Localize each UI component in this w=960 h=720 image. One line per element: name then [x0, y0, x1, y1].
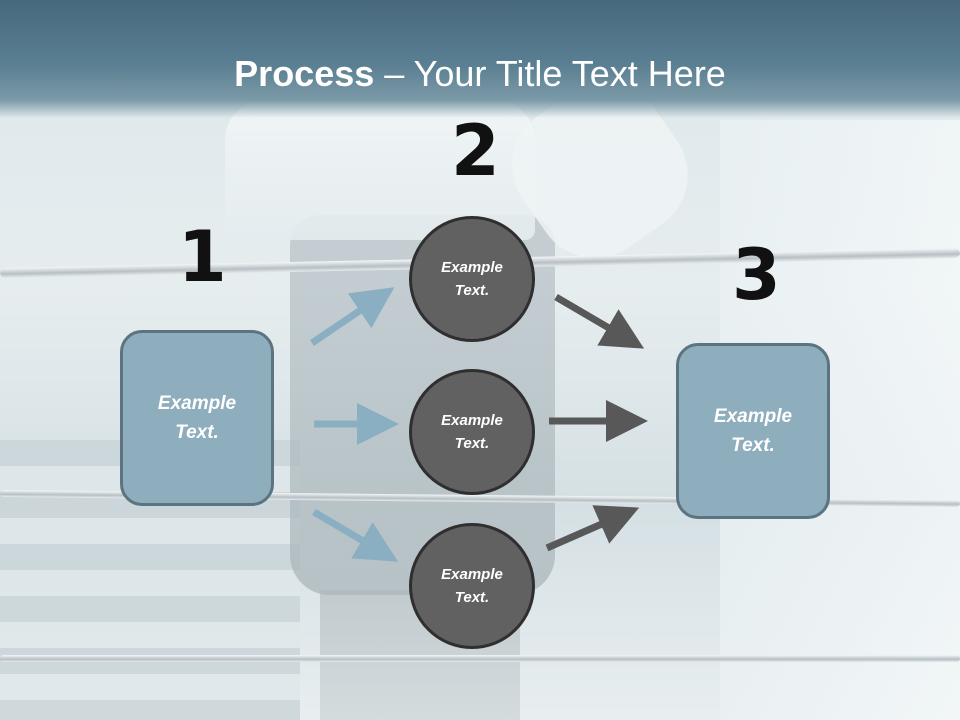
step-number-1: 1	[178, 216, 227, 298]
circle-middle-text: Example Text.	[441, 412, 503, 452]
title-rest: – Your Title Text Here	[374, 53, 726, 94]
circle-bottom-text: Example Text.	[441, 566, 503, 606]
slide-title: Process – Your Title Text Here	[0, 52, 960, 96]
step-number-2: 2	[451, 110, 500, 192]
circle-top-text: Example Text.	[441, 259, 503, 299]
circle-bottom: Example Text.	[409, 523, 535, 649]
right-box-text: Example Text.	[713, 406, 793, 456]
left-box: Example Text.	[120, 330, 274, 506]
arrow-top-to-right	[554, 293, 645, 349]
left-box-text: Example Text.	[157, 393, 237, 443]
background-rail-bottom	[0, 655, 960, 662]
title-band	[0, 0, 960, 118]
arrow-left-to-bottom	[312, 508, 399, 562]
arrow-bottom-to-right	[545, 505, 640, 552]
circle-top: Example Text.	[409, 216, 535, 342]
right-box: Example Text.	[676, 343, 830, 519]
circle-middle: Example Text.	[409, 369, 535, 495]
arrow-left-to-top	[310, 287, 395, 346]
title-bold: Process	[234, 53, 375, 94]
step-number-3: 3	[732, 234, 781, 316]
